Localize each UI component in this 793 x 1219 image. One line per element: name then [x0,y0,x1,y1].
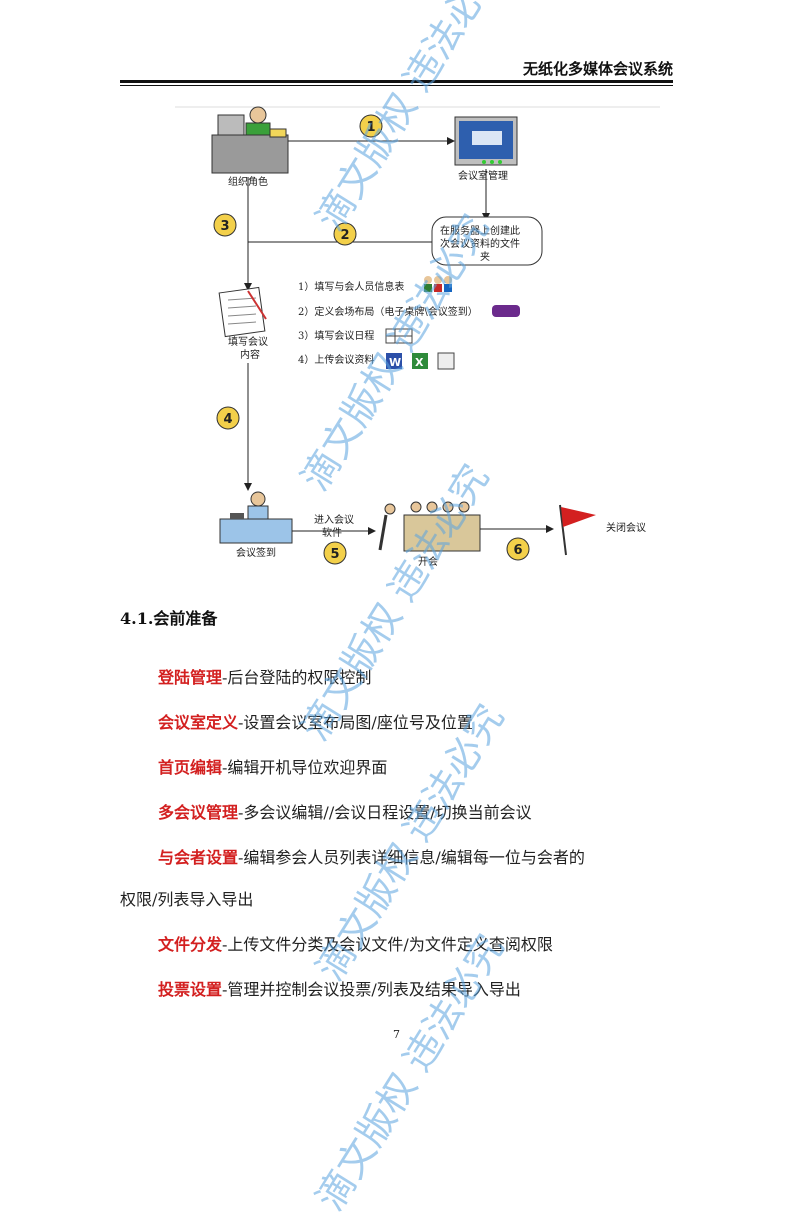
word-file-glyph: W [389,356,401,369]
item-key: 会议室定义 [158,713,239,732]
step-2-text: 2）定义会场布局（电子桌牌\会议签到） [298,305,478,318]
meeting-table-icon [378,501,481,552]
enter-software-label-2: 软件 [322,526,342,539]
header-rule-thick [120,80,673,83]
item-desc: -编辑开机导位欢迎界面 [222,758,388,777]
item-desc: -编辑参会人员列表详细信息/编辑每一位与会者的 [238,848,585,867]
step-4-text: 4）上传会议资料 [298,353,374,366]
signin-label: 会议签到 [236,546,276,559]
organizer-desk-icon [211,106,289,174]
item-desc: -多会议编辑//会议日程设置/切换当前会议 [238,803,532,822]
step-circle-1: 1 [359,114,383,138]
excel-file-icon [412,353,428,369]
enter-software-label-1: 进入会议 [314,513,354,526]
section-heading: 4.1.会前准备 [120,609,218,628]
header-rule-thin [120,85,673,86]
server-note-line-3: 夹 [480,250,490,263]
svg-text:3: 3 [220,219,229,234]
fill-meeting-form-icon [218,286,267,338]
svg-text:2: 2 [340,228,349,243]
item-file-distribution: 文件分发-上传文件分类及会议文件/为文件定义查阅权限 [158,931,553,955]
meeting-label: 开会 [418,555,438,568]
step-3-text: 3）填写会议日程 [298,329,374,342]
room-management-screen-icon [454,116,518,166]
watermark-5: 滴文版权 违法必究 [307,926,513,1219]
fill-content-label-2: 内容 [240,348,260,361]
step-circle-5: 5 [323,541,347,565]
step-circle-6: 6 [506,537,530,561]
nameplate-icon [492,305,520,317]
server-note-bubble [431,216,543,266]
svg-text:5: 5 [330,547,339,562]
step-1-text: 1）填写与会人员信息表 [298,280,404,293]
close-meeting-label: 关闭会议 [606,521,646,534]
item-room-definition: 会议室定义-设置会议室布局图/座位号及位置 [158,709,473,733]
item-desc: -管理并控制会议投票/列表及结果导入导出 [222,980,521,999]
item-desc: -上传文件分类及会议文件/为文件定义查阅权限 [222,935,553,954]
item-key: 多会议管理 [158,803,239,822]
item-key: 文件分发 [158,935,223,954]
generic-file-icon [437,352,455,370]
step-circle-2: 2 [333,222,357,246]
step-circle-4: 4 [216,406,240,430]
item-key: 登陆管理 [158,668,223,687]
item-home-editing: 首页编辑-编辑开机导位欢迎界面 [158,754,387,778]
server-note-line-2: 次会议资料的文件 [440,237,520,250]
workflow-diagram: 组织角色 会议室管理 在服务器上创建此 次会议资料的文件 夹 填写会议 内容 1… [175,106,660,568]
item-login-management: 登陆管理-后台登陆的权限控制 [158,664,371,688]
item-attendee-settings: 与会者设置-编辑参会人员列表详细信息/编辑每一位与会者的 [158,844,585,868]
item-attendee-settings-continued: 权限/列表导入导出 [120,890,254,909]
excel-file-glyph: X [415,356,424,369]
svg-text:6: 6 [513,543,522,558]
item-desc: -后台登陆的权限控制 [222,668,372,687]
svg-text:4: 4 [223,412,232,427]
step-circle-3: 3 [213,213,237,237]
item-desc: -设置会议室布局图/座位号及位置 [238,713,473,732]
room-management-label: 会议室管理 [458,169,508,182]
fill-content-label-1: 填写会议 [228,335,268,348]
finish-flag-icon [559,504,596,556]
item-voting-settings: 投票设置-管理并控制会议投票/列表及结果导入导出 [158,976,521,1000]
item-multi-meeting: 多会议管理-多会议编辑//会议日程设置/切换当前会议 [158,799,532,823]
page-number: 7 [393,1028,400,1041]
document-header-title: 无纸化多媒体会议系统 [522,60,673,78]
schedule-table-icon [385,328,413,344]
word-file-icon [386,353,402,369]
server-note-line-1: 在服务器上创建此 [440,224,520,237]
svg-text:1: 1 [366,120,375,135]
item-key: 与会者设置 [158,848,239,867]
item-key: 投票设置 [158,980,223,999]
people-group-icon [424,276,452,292]
signin-desk-icon [219,491,293,544]
item-key: 首页编辑 [158,758,223,777]
